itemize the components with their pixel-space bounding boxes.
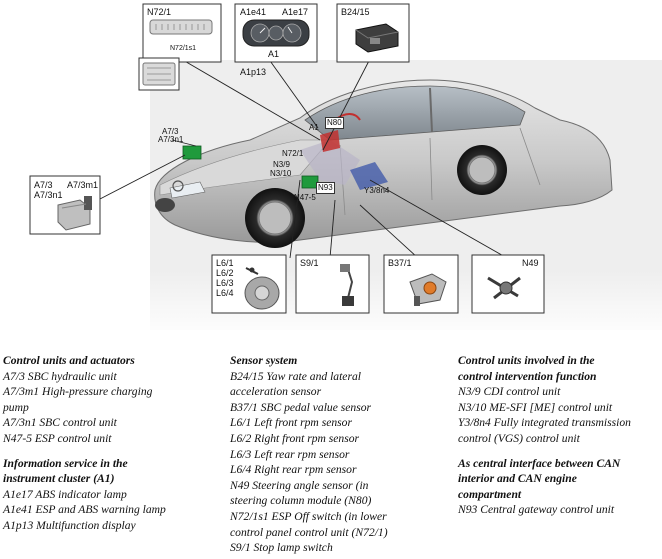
callout-box-n72-1s1 (138, 57, 180, 91)
label-n93-car: N93 (316, 182, 335, 194)
label-a1e41: A1e41 (240, 7, 267, 17)
legend-item: B24/15 Yaw rate and lateral (230, 369, 361, 383)
callout-box-s9-1 (295, 254, 370, 314)
legend-item: N3/9 CDI control unit (458, 385, 561, 399)
callout-box-a7-3 (29, 175, 101, 235)
legend-column-1: Control units and actuators A7/3 SBC hyd… (3, 353, 218, 534)
legend-item: N47-5 ESP control unit (3, 431, 112, 445)
label-l6-2: L6/2 (216, 268, 234, 278)
callout-box-a1 (234, 3, 318, 63)
label-l6-3: L6/3 (216, 278, 234, 288)
legend-item: A7/3n1 SBC control unit (3, 416, 117, 430)
label-s9-1: S9/1 (300, 258, 319, 268)
legend-item: L6/4 Right rear rpm sensor (230, 463, 357, 477)
car-illustration (154, 79, 613, 248)
label-a7-3m1-box: A7/3m1 (67, 180, 99, 190)
legend-heading: instrument cluster (A1) (3, 472, 115, 486)
connector-lines (97, 54, 508, 259)
label-n3-9-car: N3/9 (273, 160, 290, 169)
label-n49: N49 (522, 258, 539, 268)
label-a1p13: A1p13 (240, 67, 267, 77)
label-b37-1: B37/1 (388, 258, 412, 268)
legend-item: A7/3 SBC hydraulic unit (3, 369, 117, 383)
label-l6-4: L6/4 (216, 288, 234, 298)
legend-item: pump (3, 400, 29, 414)
callout-box-n72-1 (142, 3, 222, 63)
callout-box-b24-15 (336, 3, 410, 63)
label-a1-car: A1 (309, 123, 319, 132)
legend-item: acceleration sensor (230, 385, 322, 399)
label-n3-10-car: N3/10 (270, 169, 292, 178)
legend-item: L6/2 Right front rpm sensor (230, 431, 360, 445)
legend-item: A1e17 ABS indicator lamp (3, 487, 127, 501)
legend-item: A7/3m1 High-pressure charging (3, 385, 153, 399)
label-a1e17: A1e17 (282, 7, 309, 17)
label-y3-8n4-car: Y3/8n4 (364, 186, 390, 195)
label-n72-1s1: N72/1s1 (170, 45, 197, 52)
legend-heading: compartment (458, 487, 522, 501)
callout-box-n49 (471, 254, 545, 314)
legend-item: N72/1s1 ESP Off switch (in lower (230, 509, 387, 523)
esp-system-diagram: N72/1 N72/1s1 A1e41 A1e17 A1 A1p13 B24/1… (29, 3, 662, 340)
label-n72-1: N72/1 (147, 7, 172, 17)
callout-box-l6 (211, 254, 287, 314)
label-a7-3n1-top: A7/3n1 (158, 135, 184, 144)
legend-heading: Sensor system (230, 354, 298, 367)
label-a7-3-top: A7/3 (162, 127, 179, 136)
legend-item: N3/10 ME-SFI [ME] control unit (458, 400, 613, 414)
label-n72-1-car: N72/1 (282, 149, 304, 158)
legend-column-2: Sensor system B24/15 Yaw rate and latera… (230, 353, 448, 556)
legend-heading: interior and CAN engine (458, 472, 577, 486)
legend-item: A1e41 ESP and ABS warning lamp (3, 503, 166, 517)
callout-box-b37-1 (383, 254, 459, 314)
legend-item: A1p13 Multifunction display (3, 518, 136, 532)
legend-heading: As central interface between CAN (458, 456, 621, 470)
legend-heading: Control units involved in the (458, 354, 595, 367)
legend-heading: control intervention function (458, 369, 597, 383)
legend-heading: Information service in the (3, 456, 128, 470)
legend-item: control panel control unit (N72/1) (230, 525, 388, 539)
legend-heading: Control units and actuators (3, 354, 135, 367)
legend-item: N49 Steering angle sensor (in (230, 478, 369, 492)
legend-item: Y3/8n4 Fully integrated transmission (458, 416, 631, 430)
legend-item: L6/3 Left rear rpm sensor (230, 447, 350, 461)
legend-item: steering column module (N80) (230, 494, 372, 508)
diagram-graphics (29, 3, 662, 340)
label-a7-3n1-box: A7/3n1 (34, 190, 63, 200)
legend-column-3: Control units involved in the control in… (458, 353, 662, 518)
legend-item: control (VGS) control unit (458, 431, 580, 445)
legend-item: L6/1 Left front rpm sensor (230, 416, 352, 430)
legend-item: B37/1 SBC pedal value sensor (230, 400, 372, 414)
label-n47-5-car: N47-5 (294, 193, 316, 202)
legend-item: N93 Central gateway control unit (458, 503, 615, 517)
legend-item: S9/1 Stop lamp switch (230, 541, 333, 555)
label-n80-car: N80 (325, 117, 344, 129)
label-b24-15: B24/15 (341, 7, 370, 17)
label-a7-3-box: A7/3 (34, 180, 53, 190)
label-a1: A1 (268, 49, 280, 59)
label-l6-1: L6/1 (216, 258, 234, 268)
